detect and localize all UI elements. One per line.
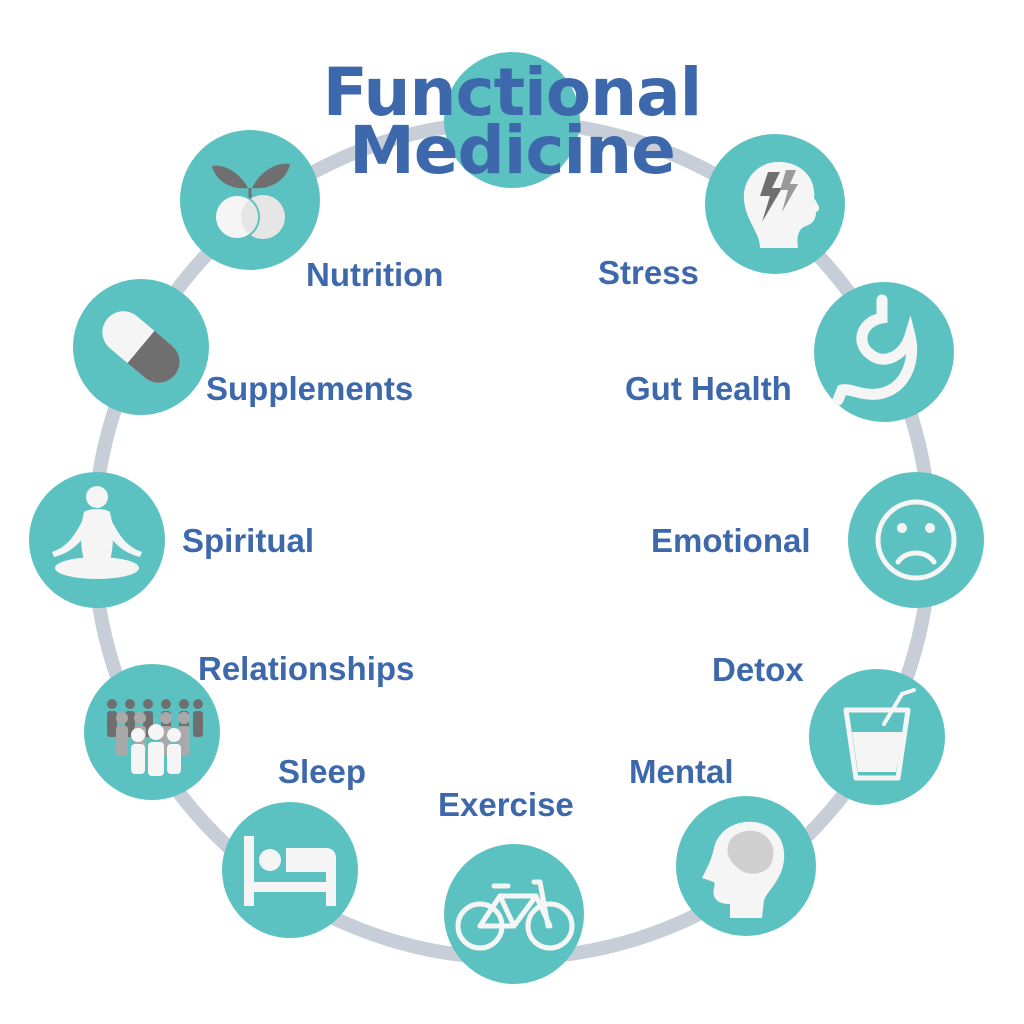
stomach-icon	[832, 294, 918, 406]
node-mental	[676, 796, 816, 936]
node-stress	[705, 134, 845, 274]
label-stress: Stress	[598, 254, 699, 291]
node-gut-health	[814, 282, 954, 422]
node-exercise	[444, 844, 584, 984]
people-group-icon	[107, 699, 203, 776]
label-emotional: Emotional	[651, 522, 811, 559]
stressed-head-icon	[743, 161, 820, 248]
bicycle-icon	[455, 879, 575, 951]
node-circle	[848, 472, 984, 608]
capsule-icon	[102, 311, 180, 383]
node-relationships	[84, 664, 220, 800]
fruit-icon	[212, 163, 290, 240]
node-supplements	[73, 279, 209, 415]
drink-glass-icon	[843, 688, 916, 781]
label-spiritual: Spiritual	[182, 522, 315, 559]
head-brain-icon	[702, 821, 785, 918]
node-sleep	[222, 802, 358, 938]
node-nutrition	[180, 130, 320, 270]
node-spiritual	[29, 472, 165, 608]
meditation-icon	[52, 486, 142, 579]
node-emotional	[848, 472, 984, 608]
label-exercise: Exercise	[438, 786, 574, 823]
title-line-1: Functional	[322, 54, 703, 131]
label-detox: Detox	[712, 651, 804, 688]
label-relationships: Relationships	[198, 650, 415, 687]
top-circle	[444, 52, 580, 188]
node-detox	[809, 669, 945, 805]
node-circle	[444, 844, 584, 984]
sad-face-icon	[875, 499, 957, 581]
label-mental: Mental	[629, 753, 734, 790]
bed-icon	[244, 836, 336, 906]
label-sleep: Sleep	[278, 753, 367, 790]
label-supplements: Supplements	[206, 370, 414, 407]
label-gut-health: Gut Health	[625, 370, 792, 407]
label-nutrition: Nutrition	[306, 256, 444, 293]
title-line-2: Medicine	[349, 112, 676, 189]
